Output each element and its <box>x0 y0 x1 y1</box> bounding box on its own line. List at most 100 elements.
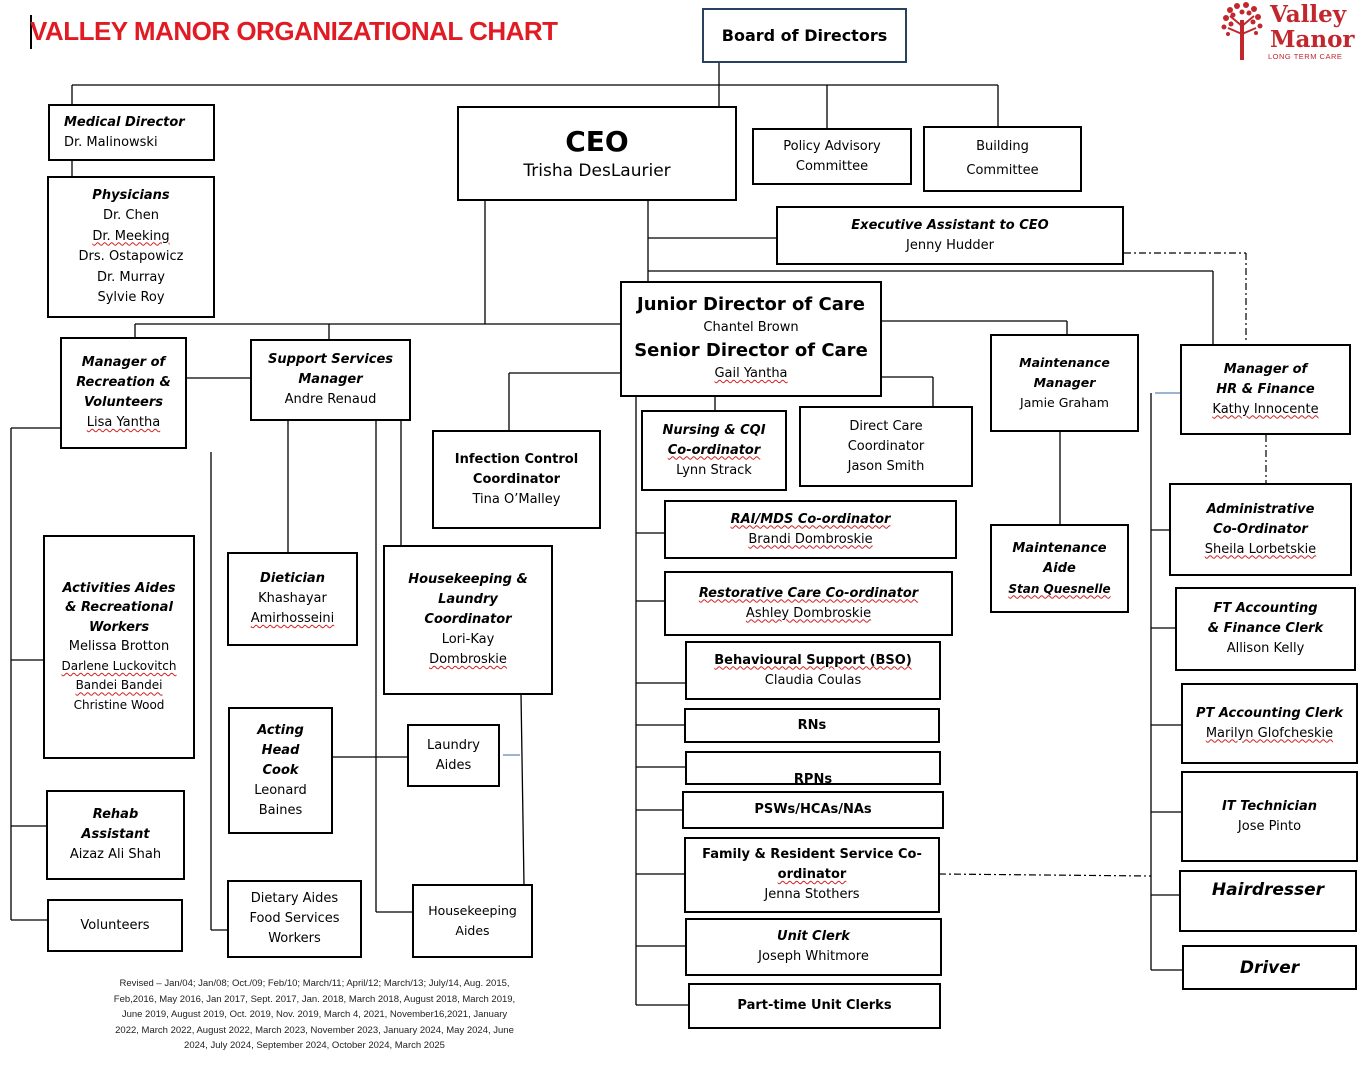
policy-advisory-committee-box: Policy Advisory Committee <box>752 128 912 185</box>
rehab-assistant-name: Aizaz Ali Shah <box>69 847 162 862</box>
hr-finance-name: Kathy Innocente <box>1212 401 1319 417</box>
rpns-label: RPNs <box>793 772 833 785</box>
activities-aides-box: Activities Aides & Recreational Workers … <box>43 535 195 759</box>
ceo-title: CEO <box>565 124 629 158</box>
ft-accounting-box: FT Accounting & Finance Clerk Allison Ke… <box>1175 587 1356 671</box>
restorative-care-name: Ashley Dombroskie <box>745 605 872 621</box>
dietary-aides-line-2: Food Services <box>249 911 340 926</box>
support-services-name: Andre Renaud <box>284 392 377 407</box>
ft-accounting-role-2: & Finance Clerk <box>1207 621 1324 636</box>
pt-accounting-box: PT Accounting Clerk Marilyn Glofcheskie <box>1181 683 1358 764</box>
executive-assistant-box: Executive Assistant to CEO Jenny Hudder <box>776 206 1124 265</box>
infection-control-name: Tina O’Malley <box>472 491 561 507</box>
building-committee-line-2: Committee <box>966 163 1039 178</box>
restorative-care-box: Restorative Care Co-ordinator Ashley Dom… <box>664 571 953 636</box>
directors-of-care-box: Junior Director of Care Chantel Brown Se… <box>620 281 882 397</box>
building-committee-box: Building Committee <box>923 126 1082 192</box>
admin-coordinator-name: Sheila Lorbetskie <box>1204 541 1317 557</box>
nursing-cqi-box: Nursing & CQI Co-ordinator Lynn Strack <box>641 410 787 491</box>
junior-director-role: Junior Director of Care <box>637 294 865 315</box>
housekeeping-aides-line-2: Aides <box>455 923 490 938</box>
head-cook-name-2: Baines <box>258 802 303 818</box>
bso-role: Behavioural Support (BSO) <box>714 652 912 668</box>
dietary-aides-box: Dietary Aides Food Services Workers <box>227 880 362 958</box>
unit-clerk-role: Unit Clerk <box>777 929 850 944</box>
maintenance-manager-role-2: Manager <box>1033 375 1096 390</box>
rai-mds-role: RAI/MDS Co-ordinator <box>730 511 891 527</box>
support-services-box: Support Services Manager Andre Renaud <box>250 339 411 421</box>
pt-accounting-role: PT Accounting Clerk <box>1195 705 1344 721</box>
laundry-aides-box: Laundry Aides <box>407 724 500 787</box>
part-time-unit-clerks-label: Part-time Unit Clerks <box>737 998 892 1013</box>
senior-director-name: Gail Yantha <box>714 366 788 381</box>
housekeeping-laundry-role-1: Housekeeping & <box>408 572 528 587</box>
physician-name: Drs. Ostapowicz <box>78 249 184 264</box>
physician-name: Dr. Chen <box>103 208 159 223</box>
housekeeping-laundry-role-3: Coordinator <box>424 612 512 627</box>
rehab-assistant-box: Rehab Assistant Aizaz Ali Shah <box>46 790 185 880</box>
head-cook-name-1: Leonard <box>254 782 307 798</box>
junior-director-name: Chantel Brown <box>703 320 799 335</box>
rai-mds-name: Brandi Dombroskie <box>748 531 873 547</box>
nursing-cqi-role-2: Co-ordinator <box>667 442 761 458</box>
ceo-name: Trisha DesLaurier <box>523 160 671 181</box>
hr-finance-manager-box: Manager of HR & Finance Kathy Innocente <box>1180 344 1351 435</box>
volunteers-box: Volunteers <box>47 899 183 952</box>
physician-name: Dr. Murray <box>96 269 165 285</box>
admin-coordinator-role-2: Co-Ordinator <box>1213 521 1308 537</box>
maintenance-manager-role-1: Maintenance <box>1019 355 1110 370</box>
dietician-box: Dietician Khashayar Amirhosseini <box>227 552 358 646</box>
policy-committee-line-1: Policy Advisory <box>783 138 881 154</box>
family-resident-name: Jenna Stothers <box>764 887 860 902</box>
page-title: VALLEY MANOR ORGANIZATIONAL CHART <box>30 16 558 46</box>
maintenance-aide-role-1: Maintenance <box>1012 540 1107 556</box>
ft-accounting-name: Allison Kelly <box>1226 641 1305 656</box>
rpns-box: RPNs <box>685 751 941 785</box>
driver-box: Driver <box>1182 945 1357 990</box>
activities-aides-role-2: & Recreational <box>65 600 173 616</box>
dietician-name-1: Khashayar <box>258 591 327 606</box>
executive-assistant-name: Jenny Hudder <box>906 237 994 253</box>
maintenance-aide-name: Stan Quesnelle <box>1008 581 1111 596</box>
medical-director-role: Medical Director <box>64 114 185 130</box>
board-of-directors-label: Board of Directors <box>721 25 888 45</box>
rai-mds-box: RAI/MDS Co-ordinator Brandi Dombroskie <box>664 500 957 559</box>
maintenance-manager-box: Maintenance Manager Jamie Graham <box>990 334 1139 432</box>
building-committee-line-1: Building <box>976 139 1029 154</box>
direct-care-box: Direct Care Coordinator Jason Smith <box>799 406 973 487</box>
rns-box: RNs <box>684 708 940 743</box>
laundry-aides-line-2: Aides <box>435 757 472 773</box>
admin-coordinator-role-1: Administrative <box>1206 501 1315 517</box>
head-cook-role-2: Head <box>261 742 300 758</box>
rehab-assistant-role-2: Assistant <box>81 827 150 842</box>
dietary-aides-line-3: Workers <box>268 931 321 946</box>
volunteers-label: Volunteers <box>80 917 150 933</box>
pt-accounting-name: Marilyn Glofcheskie <box>1205 725 1334 741</box>
activities-aide-name: Christine Wood <box>73 697 165 712</box>
infection-control-role-1: Infection Control <box>454 451 579 467</box>
logo-wordmark: Valley Manor <box>1270 2 1355 52</box>
maintenance-aide-role-2: Aide <box>1043 560 1076 576</box>
physicians-role: Physicians <box>92 187 170 203</box>
bso-box: Behavioural Support (BSO) Claudia Coulas <box>685 641 941 700</box>
recreation-manager-role-1: Manager of <box>81 355 166 370</box>
housekeeping-laundry-coordinator-box: Housekeeping & Laundry Coordinator Lori-… <box>383 545 553 695</box>
housekeeping-aides-line-1: Housekeeping <box>428 903 517 918</box>
driver-label: Driver <box>1239 957 1300 978</box>
ft-accounting-role-1: FT Accounting <box>1213 601 1318 616</box>
infection-control-box: Infection Control Coordinator Tina O’Mal… <box>432 430 601 529</box>
family-resident-role-2: ordinator <box>777 867 847 882</box>
physician-name: Dr. Meeking <box>92 228 170 244</box>
maintenance-aide-box: Maintenance Aide Stan Quesnelle <box>990 524 1129 613</box>
activities-aide-name: Darlene Luckovitch <box>61 658 177 673</box>
it-technician-name: Jose Pinto <box>1237 818 1302 834</box>
hairdresser-box: Hairdresser <box>1179 870 1357 932</box>
it-technician-box: IT Technician Jose Pinto <box>1181 771 1358 862</box>
recreation-manager-name: Lisa Yantha <box>86 415 161 430</box>
unit-clerk-name: Joseph Whitmore <box>758 949 869 964</box>
part-time-unit-clerks-box: Part-time Unit Clerks <box>688 983 941 1029</box>
senior-director-role: Senior Director of Care <box>634 340 868 361</box>
valley-manor-logo <box>1221 2 1263 60</box>
dietician-name-2: Amirhosseini <box>250 611 335 626</box>
